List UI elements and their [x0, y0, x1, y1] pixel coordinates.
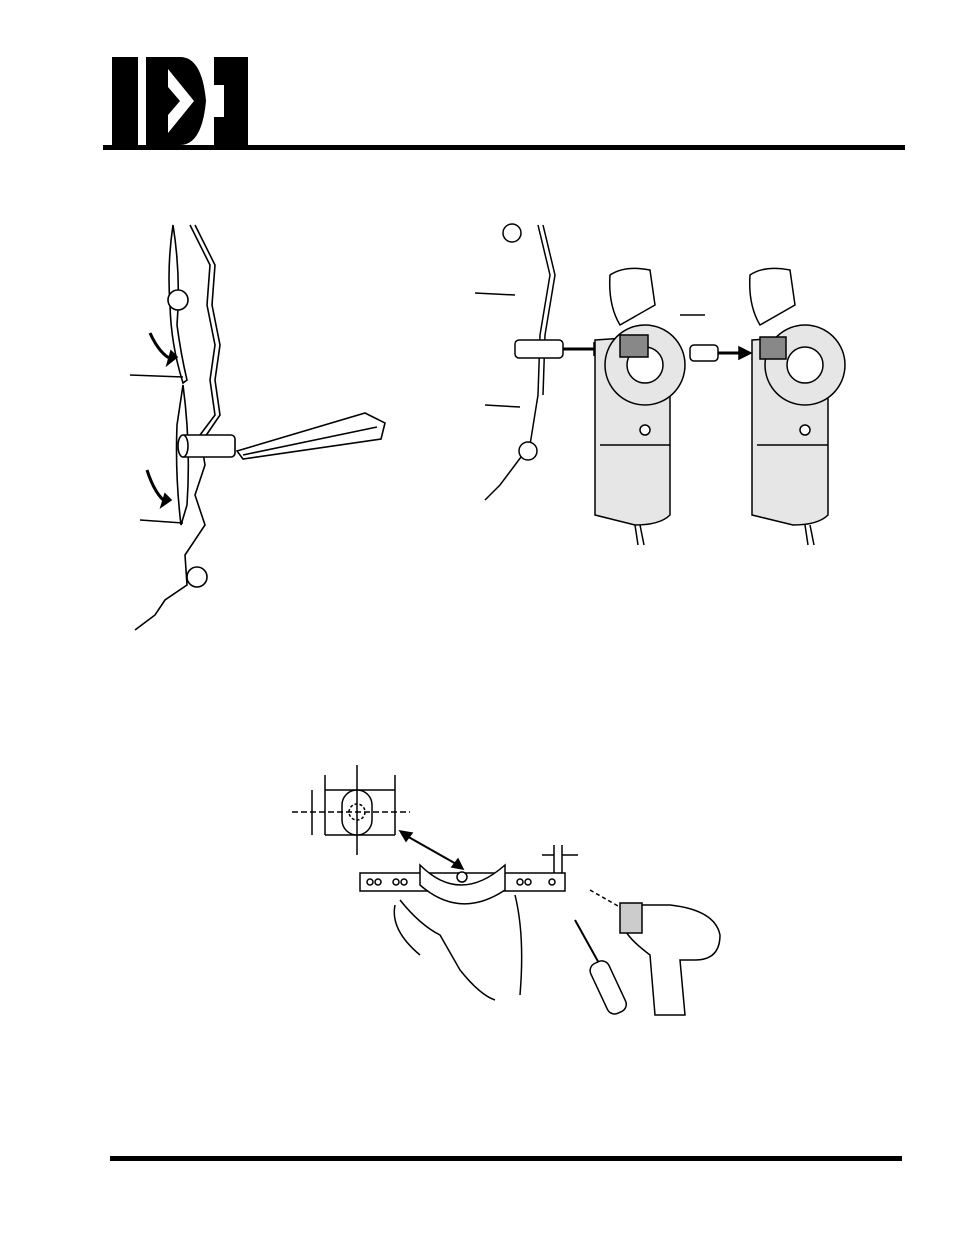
- damper-shaft-wrench-illustration: [115, 205, 415, 650]
- footer-divider: [110, 1156, 902, 1161]
- bracket-drill-screwdriver-illustration: [280, 755, 730, 1035]
- company-logo-icon: [110, 55, 250, 147]
- header-divider: [103, 145, 905, 150]
- actuator-on-shaft-illustration: [460, 215, 900, 550]
